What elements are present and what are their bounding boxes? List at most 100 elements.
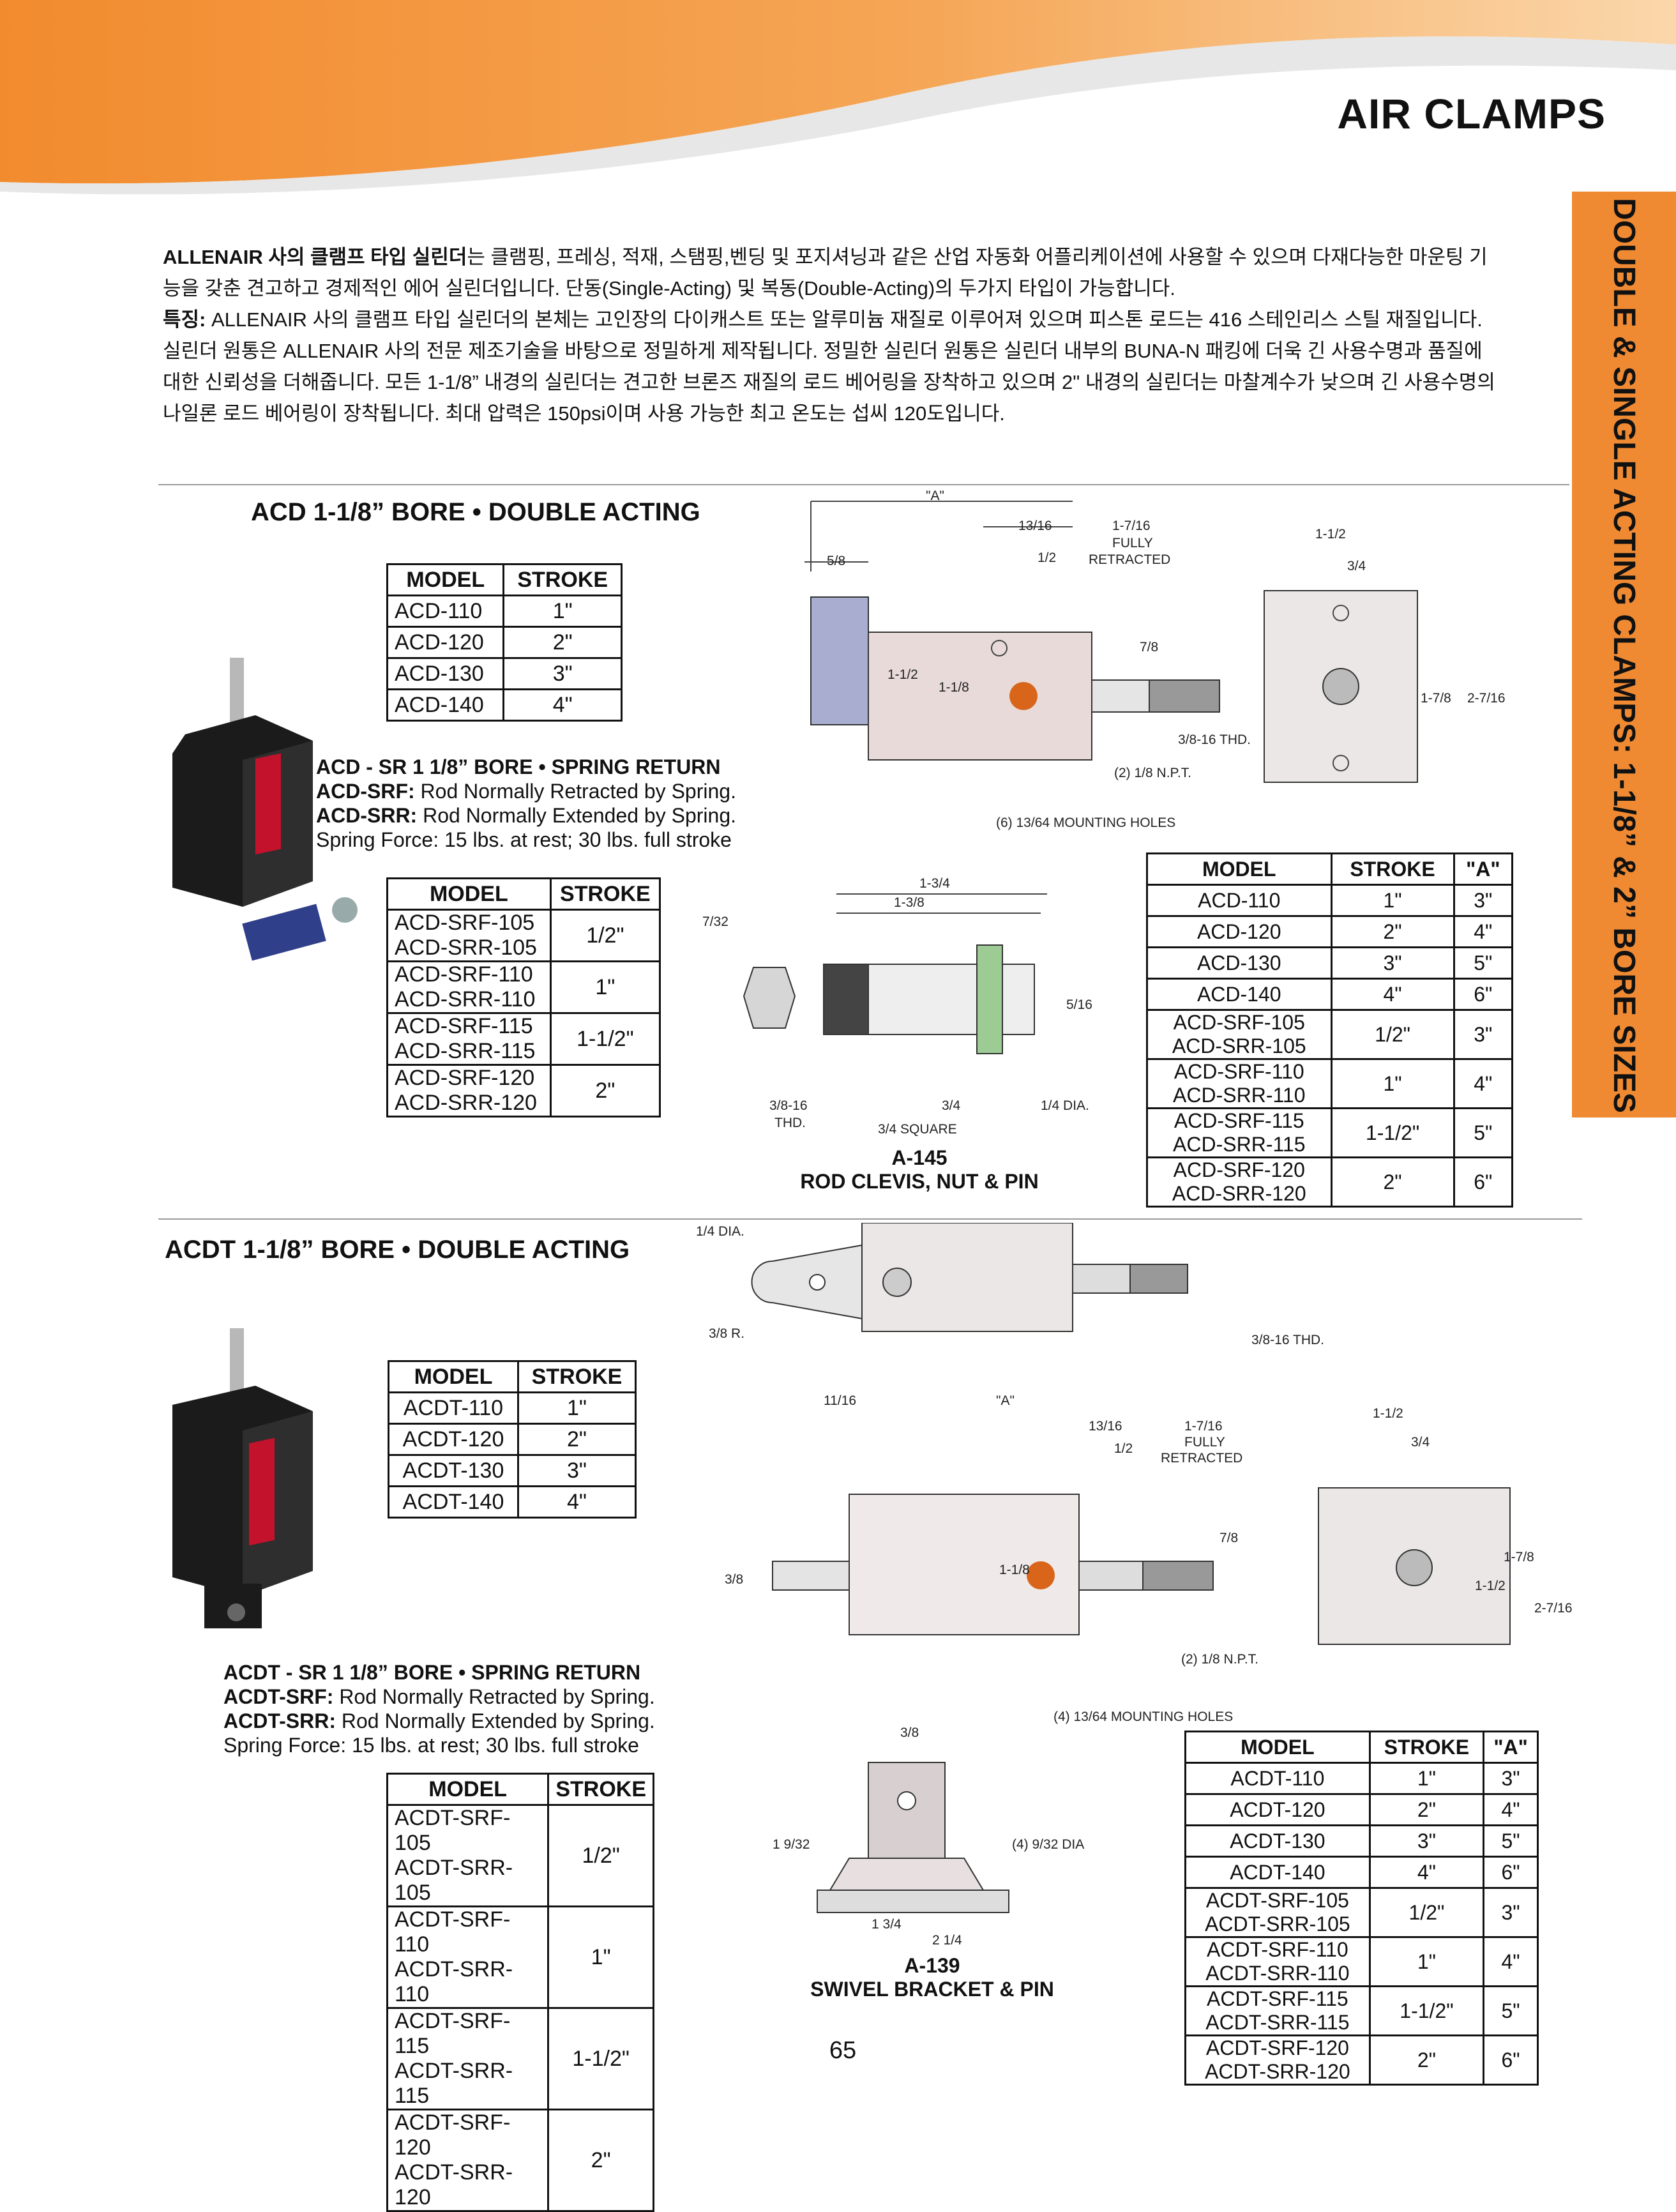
acd-srr-label: ACD-SRR: (316, 804, 418, 827)
dim-1-1-8: 1-1/8 (939, 680, 969, 695)
dim-npt: (2) 1/8 N.P.T. (1114, 766, 1191, 780)
acdt-srr-line: ACDT-SRR: Rod Normally Extended by Sprin… (223, 1709, 734, 1733)
dim-side-1-1-2b: 1-1/2 (1475, 1579, 1506, 1593)
acd-srr-line: ACD-SRR: Rod Normally Extended by Spring… (316, 803, 763, 828)
a145-name: ROD CLEVIS, NUT & PIN (800, 1170, 1039, 1193)
acd-sr-title: ACD - SR 1 1/8” BORE • SPRING RETURN (316, 755, 721, 778)
acd-srf-label: ACD-SRF: (316, 780, 415, 803)
dim-dia: 1/4 DIA. (696, 1224, 744, 1239)
acdt-section-title: ACDT 1-1/8” BORE • DOUBLE ACTING (165, 1236, 630, 1264)
dim-1-2: 1/2 (1038, 550, 1056, 565)
dim-1-7-16: 1-7/16 (1112, 519, 1151, 533)
a145-caption: A-145 ROD CLEVIS, NUT & PIN (753, 1146, 1085, 1193)
acdt-srf-label: ACDT-SRF: (223, 1685, 334, 1708)
a139-caption: A-139 SWIVEL BRACKET & PIN (766, 1954, 1098, 2001)
col-model: MODEL (1146, 852, 1332, 886)
cell: 3" (502, 657, 623, 690)
dim-11-16: 11/16 (824, 1393, 856, 1408)
a145-drawing: 1-3/4 1-3/8 7/32 5/16 3/8-16 THD. 3/4 1/… (702, 876, 1092, 1137)
col-stroke: STROKE (549, 877, 661, 911)
dim-13-16: 13/16 (1089, 1419, 1122, 1434)
dim-a: "A" (926, 489, 944, 503)
dim-holes: (4) 13/64 MOUNTING HOLES (1053, 1709, 1233, 1724)
dim-r: 3/8 R. (709, 1326, 744, 1341)
dim-dia: 1/4 DIA. (1041, 1098, 1089, 1113)
col-model: MODEL (386, 563, 505, 596)
dim-holes: (6) 13/64 MOUNTING HOLES (996, 815, 1175, 830)
acdt-srf-text: Rod Normally Retracted by Spring. (333, 1685, 655, 1708)
acdt-srr-label: ACDT-SRR: (223, 1709, 336, 1732)
intro-feature-text: ALLENAIR 사의 클램프 타입 실린더의 본체는 고인장의 다이캐스트 또… (163, 308, 1495, 425)
acd-srf-text: Rod Normally Retracted by Spring. (414, 780, 736, 803)
intro-feature-label: 특징: (163, 308, 206, 331)
cell: 1" (549, 960, 661, 1014)
cell: 4" (502, 688, 623, 722)
dim-retracted: RETRACTED (1089, 552, 1170, 567)
cell: 1/2" (549, 909, 661, 962)
acdt-spring-force: Spring Force: 15 lbs. at rest; 30 lbs. f… (223, 1734, 639, 1757)
col-stroke: STROKE (517, 1360, 637, 1393)
cell: ACD-110 (386, 595, 505, 628)
dim-thd: 3/8-16 THD. (1178, 732, 1251, 747)
col-stroke: STROKE (547, 1773, 654, 1806)
dim-side-2-7-16: 2-7/16 (1467, 691, 1506, 706)
page-title: AIR CLAMPS (1337, 90, 1606, 137)
dim-npt: (2) 1/8 N.P.T. (1181, 1652, 1258, 1667)
cell: 2" (502, 626, 623, 659)
dim-fully: FULLY (1112, 536, 1153, 550)
dim-7-32: 7/32 (702, 914, 729, 929)
dim-side-1-1-2: 1-1/2 (1373, 1406, 1403, 1421)
dim-3-8: 3/8 (900, 1725, 919, 1740)
dim-5-16: 5/16 (1066, 997, 1092, 1012)
dim-7-8: 7/8 (1219, 1531, 1238, 1545)
dim-3-4: 3/4 (942, 1098, 961, 1113)
col-model: MODEL (387, 1360, 520, 1393)
acdt-srr-text: Rod Normally Extended by Spring. (335, 1709, 655, 1732)
dim-retracted: RETRACTED (1161, 1451, 1242, 1466)
dim-1-1-8: 1-1/8 (999, 1563, 1030, 1577)
dim-5-8: 5/8 (827, 554, 845, 568)
dim-2-1-4: 2 1/4 (932, 1933, 962, 1948)
a145-code: A-145 (891, 1146, 947, 1169)
dim-side-2-7-16: 2-7/16 (1534, 1601, 1573, 1616)
a139-drawing: 3/8 1 9/32 (4) 9/32 DIA. 1 3/4 2 1/4 (773, 1725, 1085, 1948)
cell: 1" (502, 595, 623, 628)
acdt-srf-line: ACDT-SRF: Rod Normally Retracted by Spri… (223, 1685, 734, 1709)
dim-1-7-16: 1-7/16 (1184, 1419, 1223, 1434)
dim-1-1-2: 1-1/2 (887, 667, 918, 682)
dim-1-3-4: 1-3/4 (919, 876, 950, 891)
acd-sr-notes: ACD - SR 1 1/8” BORE • SPRING RETURN ACD… (316, 755, 763, 852)
page-number: 65 (829, 2037, 857, 2064)
col-a: "A" (1453, 852, 1514, 886)
intro-paragraph: ALLENAIR 사의 클램프 타입 실린더는 클램핑, 프레싱, 적재, 스탬… (163, 241, 1504, 429)
dim-fully: FULLY (1184, 1435, 1225, 1450)
